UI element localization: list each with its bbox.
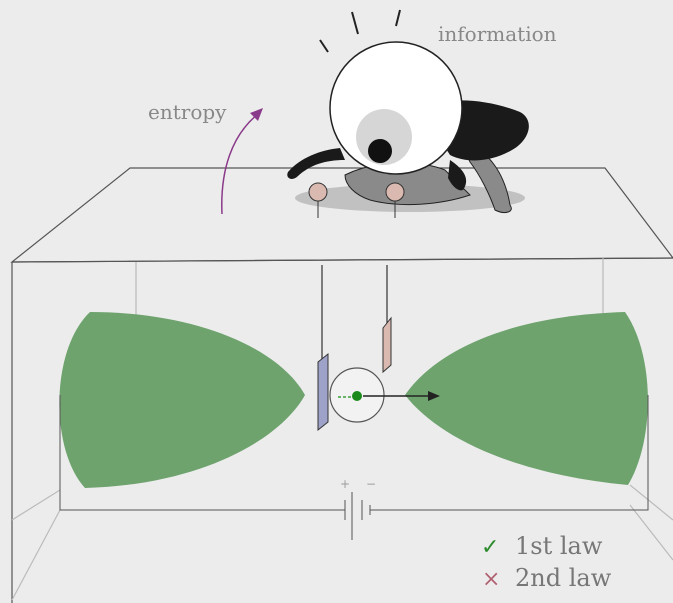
maxwell-demon-eye-icon [287,9,529,218]
right-gate [382,316,392,374]
legend: ✓ 1st law × 2nd law [481,532,612,592]
gate-rods [321,265,388,360]
battery-plus: + [340,477,350,491]
left-reservoir [59,312,306,488]
battery-minus: − [366,477,376,491]
particle-dot-icon [352,391,362,401]
legend-mark-2nd-law: × [482,567,500,592]
box-top [10,167,673,263]
left-gate [317,352,329,432]
legend-mark-1st-law: ✓ [481,535,499,560]
legend-text-2nd-law: 2nd law [515,564,612,592]
entropy-arrow [221,108,263,215]
right-reservoir [405,312,648,485]
legend-text-1st-law: 1st law [515,532,603,560]
particle-velocity-arrow [363,391,440,401]
information-label: information [438,22,557,46]
entropy-label: entropy [148,100,227,124]
circuit-wire [59,395,649,540]
box-front [11,257,673,603]
